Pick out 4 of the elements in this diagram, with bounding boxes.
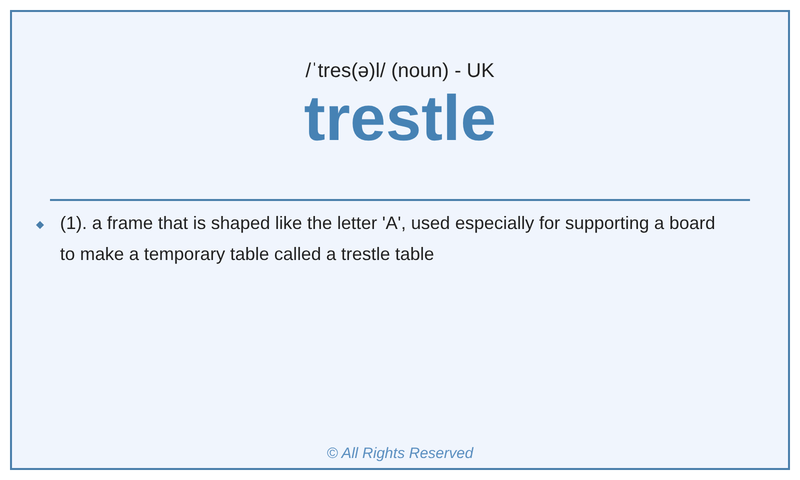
headword: trestle [302, 82, 498, 154]
copyright-footer: © All Rights Reserved [0, 445, 800, 462]
pronunciation: /ˈtres(ə)l/ (noun) - UK [304, 60, 496, 83]
definition-text: (1). a frame that is shaped like the letter 'A', used especially for supporting a board to make a temporary table called a trestle table [60, 212, 716, 266]
